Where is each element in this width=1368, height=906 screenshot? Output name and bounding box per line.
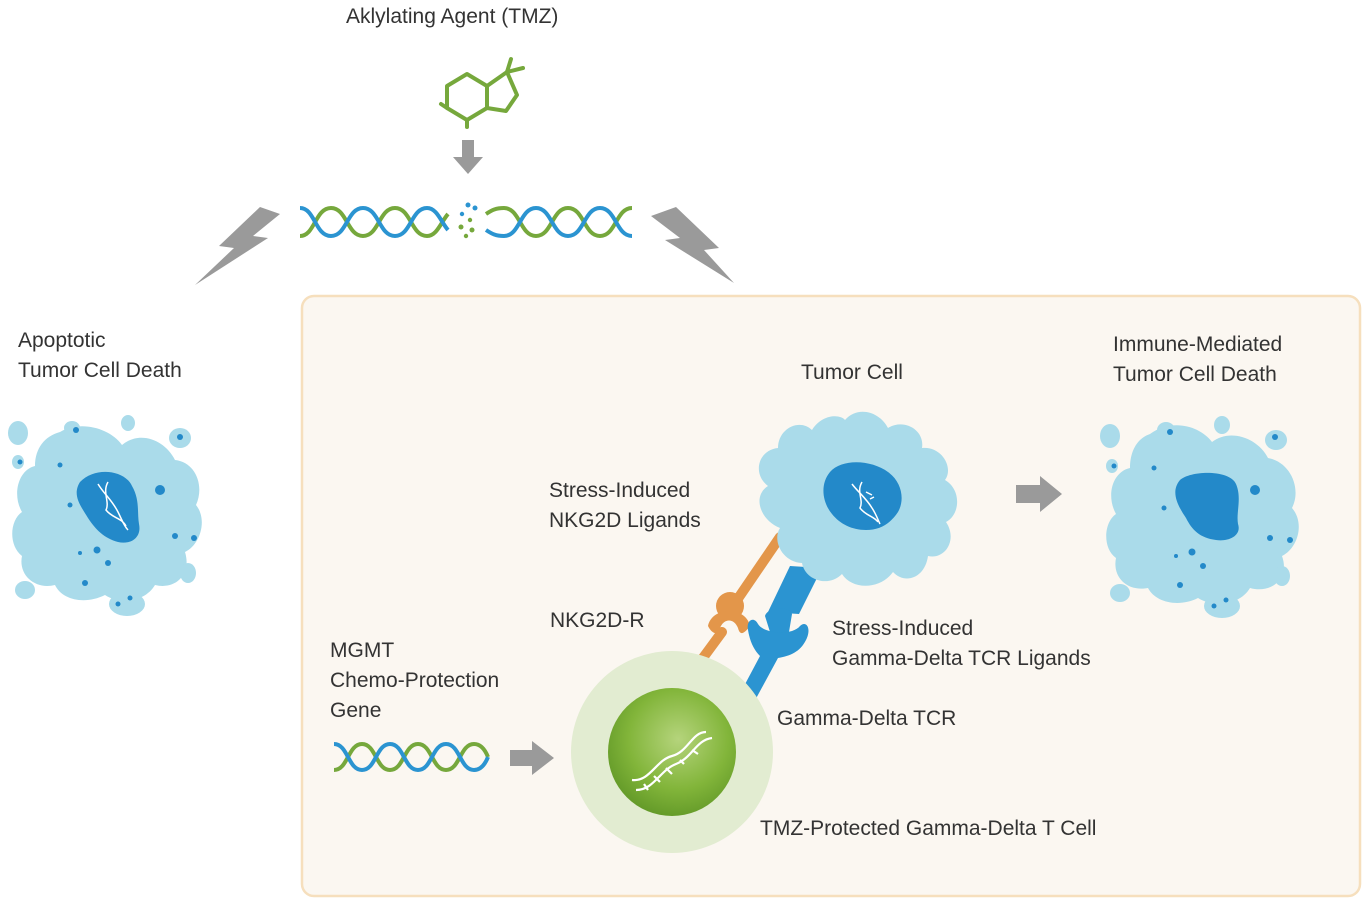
gamma-delta-ligands-label: Stress-Induced Gamma-Delta TCR Ligands xyxy=(832,617,1091,670)
tumor-cell xyxy=(758,411,958,586)
t-cell xyxy=(571,651,773,853)
nkg2d-r-label: NKG2D-R xyxy=(550,609,645,632)
immune-mediated-dead-cell xyxy=(1100,416,1299,618)
immune-mediated-label: Immune-Mediated Tumor Cell Death xyxy=(1113,333,1283,386)
apoptotic-label: Apoptotic Tumor Cell Death xyxy=(18,329,182,382)
gray-arrow-icon xyxy=(1016,476,1062,512)
mgmt-dna-icon xyxy=(333,741,490,773)
lightning-bolt-icon xyxy=(651,207,734,283)
lightning-bolt-icon xyxy=(195,207,280,285)
dna-helix-icon xyxy=(299,205,633,239)
tmz-agent-label: Aklylating Agent (TMZ) xyxy=(346,5,559,28)
apoptotic-tumor-cell xyxy=(8,415,202,616)
dna-fragment-dots xyxy=(458,202,478,239)
nkg2d-ligands-label: Stress-Induced NKG2D Ligands xyxy=(549,479,701,532)
mgmt-label: MGMT Chemo-Protection Gene xyxy=(330,639,500,722)
mechanism-panel xyxy=(300,294,1362,898)
down-arrow-icon xyxy=(453,140,483,174)
gray-arrow-icon xyxy=(510,741,554,775)
tmz-molecule-icon xyxy=(439,57,525,129)
tmz-protected-label: TMZ-Protected Gamma-Delta T Cell xyxy=(760,817,1097,840)
gamma-delta-tcr-ligand xyxy=(765,566,822,638)
tumor-cell-label: Tumor Cell xyxy=(801,361,903,384)
gamma-delta-tcr-label: Gamma-Delta TCR xyxy=(777,707,957,730)
